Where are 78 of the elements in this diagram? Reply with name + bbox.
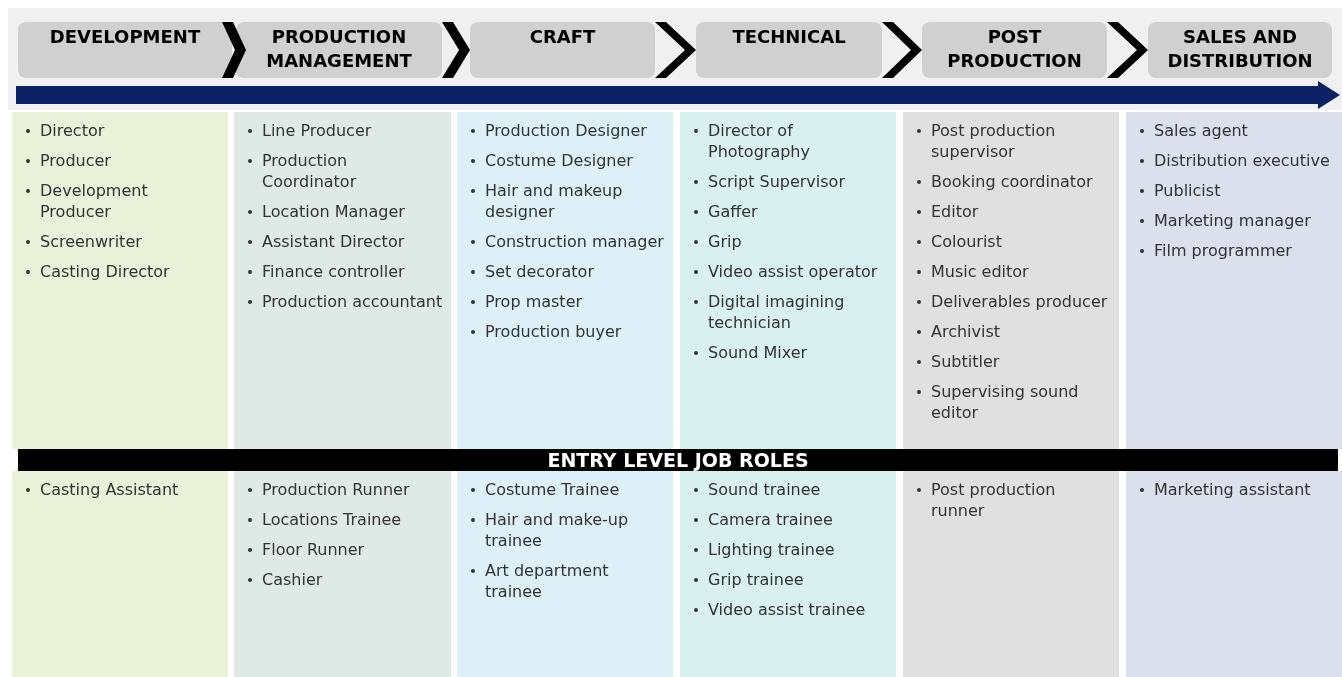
role-panel	[680, 471, 896, 677]
job-role: Locations Trainee	[240, 509, 445, 530]
job-role: Production buyer	[463, 321, 667, 342]
job-role: Director of Photography	[686, 120, 890, 162]
job-role: Script Supervisor	[686, 171, 890, 192]
job-role: Booking coordinator	[909, 171, 1113, 192]
job-role: Supervising sound editor	[909, 381, 1113, 423]
job-role: Digital imagining technician	[686, 291, 890, 333]
stage-header: TECHNICAL	[696, 22, 882, 78]
chevron-arrow	[222, 22, 246, 78]
job-role: Editor	[909, 201, 1113, 222]
job-role: Hair and make-up trainee	[463, 509, 667, 551]
chevron-arrow	[655, 22, 696, 78]
job-role: Marketing assistant	[1132, 479, 1336, 500]
job-role: Camera trainee	[686, 509, 890, 530]
job-role: Art department trainee	[463, 560, 667, 602]
role-panel	[457, 471, 673, 677]
job-role: Producer	[18, 150, 222, 171]
job-role: Subtitler	[909, 351, 1113, 372]
role-panel	[1126, 471, 1342, 677]
job-role: Sales agent	[1132, 120, 1336, 141]
chevron-arrow	[882, 22, 922, 78]
job-role: Assistant Director	[240, 231, 445, 252]
job-role: Deliverables producer	[909, 291, 1113, 312]
chevron-arrow	[1107, 22, 1148, 78]
job-role: Sound Mixer	[686, 342, 890, 363]
job-role: Construction manager	[463, 231, 667, 252]
job-role: Post production supervisor	[909, 120, 1113, 162]
stage-header: PRODUCTION MANAGEMENT	[236, 22, 442, 78]
job-role: Costume Designer	[463, 150, 667, 171]
job-role: Post production runner	[909, 479, 1113, 521]
job-role: Casting Director	[18, 261, 222, 282]
job-role: Line Producer	[240, 120, 445, 141]
role-panel	[680, 112, 896, 449]
section-banner: ENTRY LEVEL JOB ROLES	[18, 449, 1338, 471]
role-panel	[234, 471, 451, 677]
job-role: Hair and makeup designer	[463, 180, 667, 222]
stage-header: CRAFT	[470, 22, 655, 78]
role-panel	[457, 112, 673, 449]
job-role: Lighting trainee	[686, 539, 890, 560]
job-role: Location Manager	[240, 201, 445, 222]
job-role: Finance controller	[240, 261, 445, 282]
job-role: Production Runner	[240, 479, 445, 500]
job-role: Distribution executive	[1132, 150, 1336, 171]
job-role: Archivist	[909, 321, 1113, 342]
stage-header: DEVELOPMENT	[18, 22, 232, 78]
role-panel	[12, 471, 228, 677]
job-role: Floor Runner	[240, 539, 445, 560]
job-role: Colourist	[909, 231, 1113, 252]
job-role: Marketing manager	[1132, 210, 1336, 231]
job-role: Director	[18, 120, 222, 141]
job-role: Grip	[686, 231, 890, 252]
job-role: Production Designer	[463, 120, 667, 141]
chevron-arrow	[442, 22, 470, 78]
job-role: Cashier	[240, 569, 445, 590]
job-role: Sound trainee	[686, 479, 890, 500]
job-role: Prop master	[463, 291, 667, 312]
job-role: Film programmer	[1132, 240, 1336, 261]
job-role: Gaffer	[686, 201, 890, 222]
job-role: Costume Trainee	[463, 479, 667, 500]
job-role: Publicist	[1132, 180, 1336, 201]
stage-header: SALES AND DISTRIBUTION	[1148, 22, 1332, 78]
job-role: Set decorator	[463, 261, 667, 282]
job-role: Grip trainee	[686, 569, 890, 590]
role-panel	[12, 112, 228, 449]
job-role: Video assist trainee	[686, 599, 890, 620]
role-panel	[1126, 112, 1342, 449]
job-role: Production Coordinator	[240, 150, 445, 192]
job-role: Casting Assistant	[18, 479, 222, 500]
role-panel	[234, 112, 451, 449]
role-panel	[903, 471, 1119, 677]
job-role: Screenwriter	[18, 231, 222, 252]
job-role: Development Producer	[18, 180, 222, 222]
job-role: Video assist operator	[686, 261, 890, 282]
job-role: Production accountant	[240, 291, 445, 312]
stage-header: POST PRODUCTION	[922, 22, 1107, 78]
job-role: Music editor	[909, 261, 1113, 282]
role-panel	[903, 112, 1119, 449]
